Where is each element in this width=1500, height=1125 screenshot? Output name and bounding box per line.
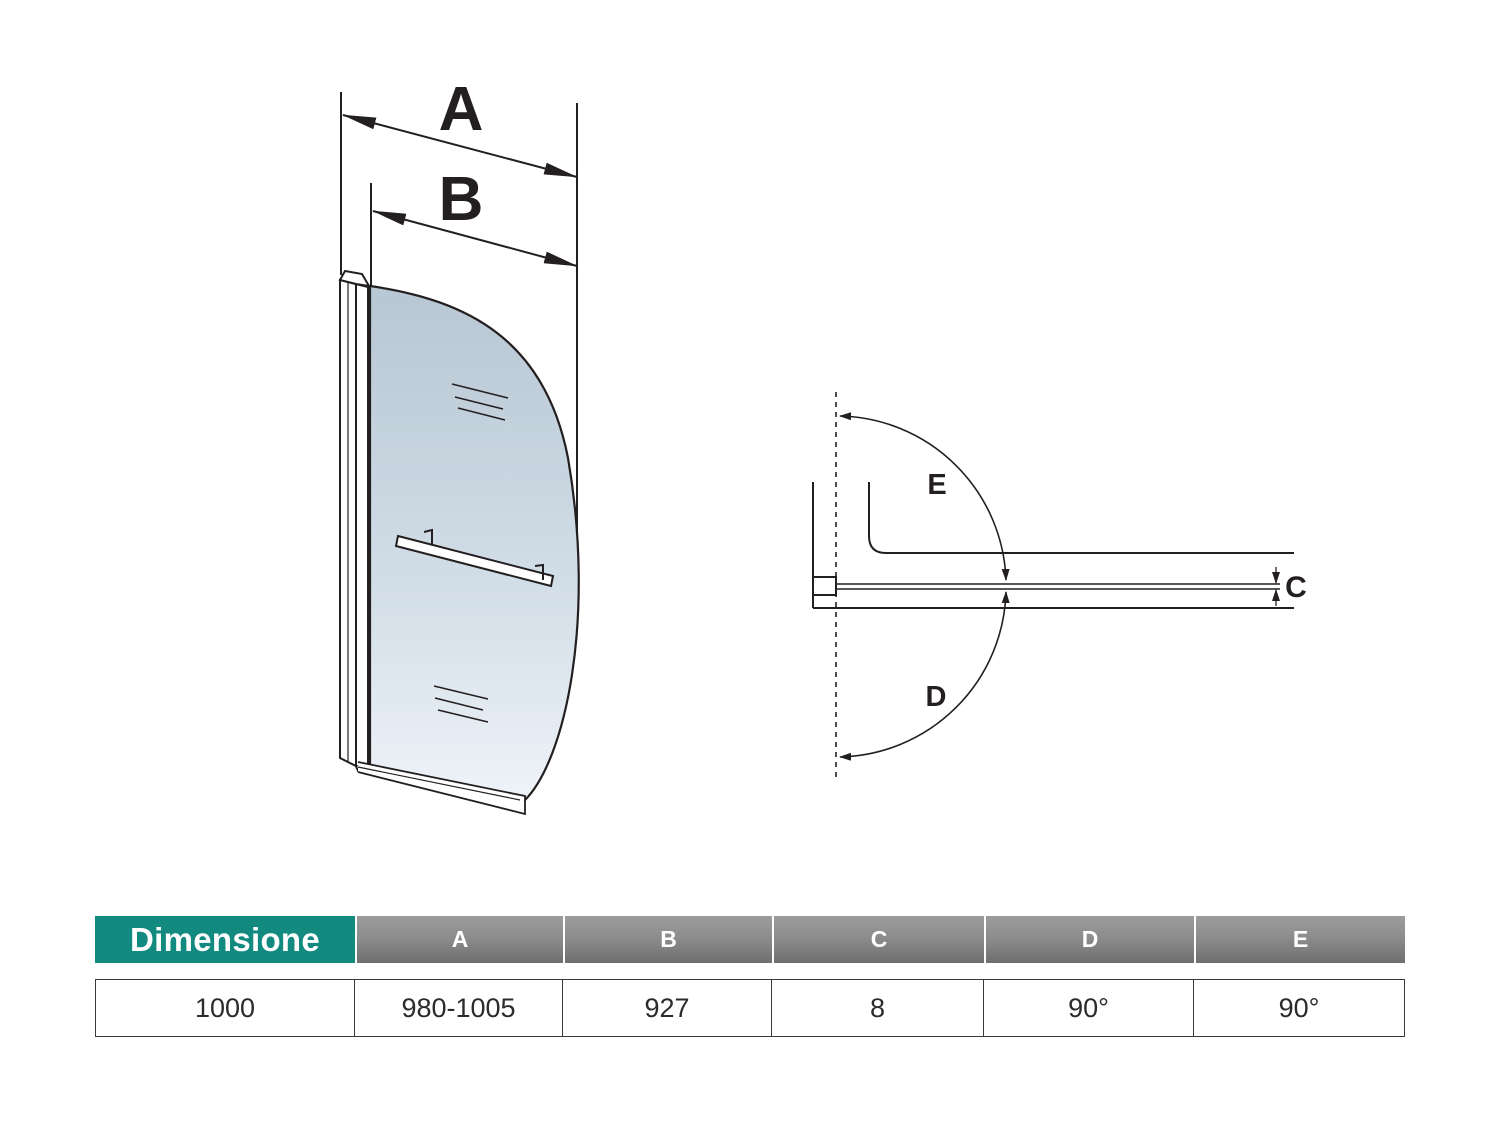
- towel-bar: [394, 534, 555, 588]
- label-d: D: [926, 681, 947, 713]
- glass-reflection-marks: [433, 383, 509, 723]
- value-c: 8: [772, 979, 984, 1037]
- swing-arc-d: [839, 591, 1010, 761]
- header-a: A: [355, 916, 563, 963]
- hinge-profile: [355, 282, 369, 770]
- value-e: 90°: [1194, 979, 1405, 1037]
- label-c: C: [1285, 571, 1307, 604]
- label-a: A: [439, 75, 484, 144]
- value-a: 980-1005: [355, 979, 563, 1037]
- plan-view: [812, 392, 1294, 780]
- dimension-line-b: [372, 210, 578, 267]
- header-dimensione: Dimensione: [95, 916, 355, 963]
- value-d: 90°: [984, 979, 1194, 1037]
- value-dimensione: 1000: [95, 979, 355, 1037]
- value-b: 927: [563, 979, 772, 1037]
- profile-top-cap: [338, 269, 371, 288]
- header-b: B: [563, 916, 772, 963]
- glass-panel: [368, 284, 580, 802]
- table-value-row: 1000 980-1005 927 8 90° 90°: [95, 979, 1405, 1037]
- dimensions-table: Dimensione A B C D E 1000 980-1005 927 8…: [95, 916, 1405, 1037]
- header-c: C: [772, 916, 984, 963]
- header-e: E: [1194, 916, 1405, 963]
- dimension-line-a: [342, 114, 578, 178]
- label-b: B: [439, 165, 484, 234]
- header-d: D: [984, 916, 1194, 963]
- perspective-view: [338, 92, 580, 816]
- label-e: E: [927, 469, 946, 501]
- table-header-row: Dimensione A B C D E: [95, 916, 1405, 963]
- swing-arc-e: [839, 412, 1010, 581]
- hinge-block: [812, 576, 837, 596]
